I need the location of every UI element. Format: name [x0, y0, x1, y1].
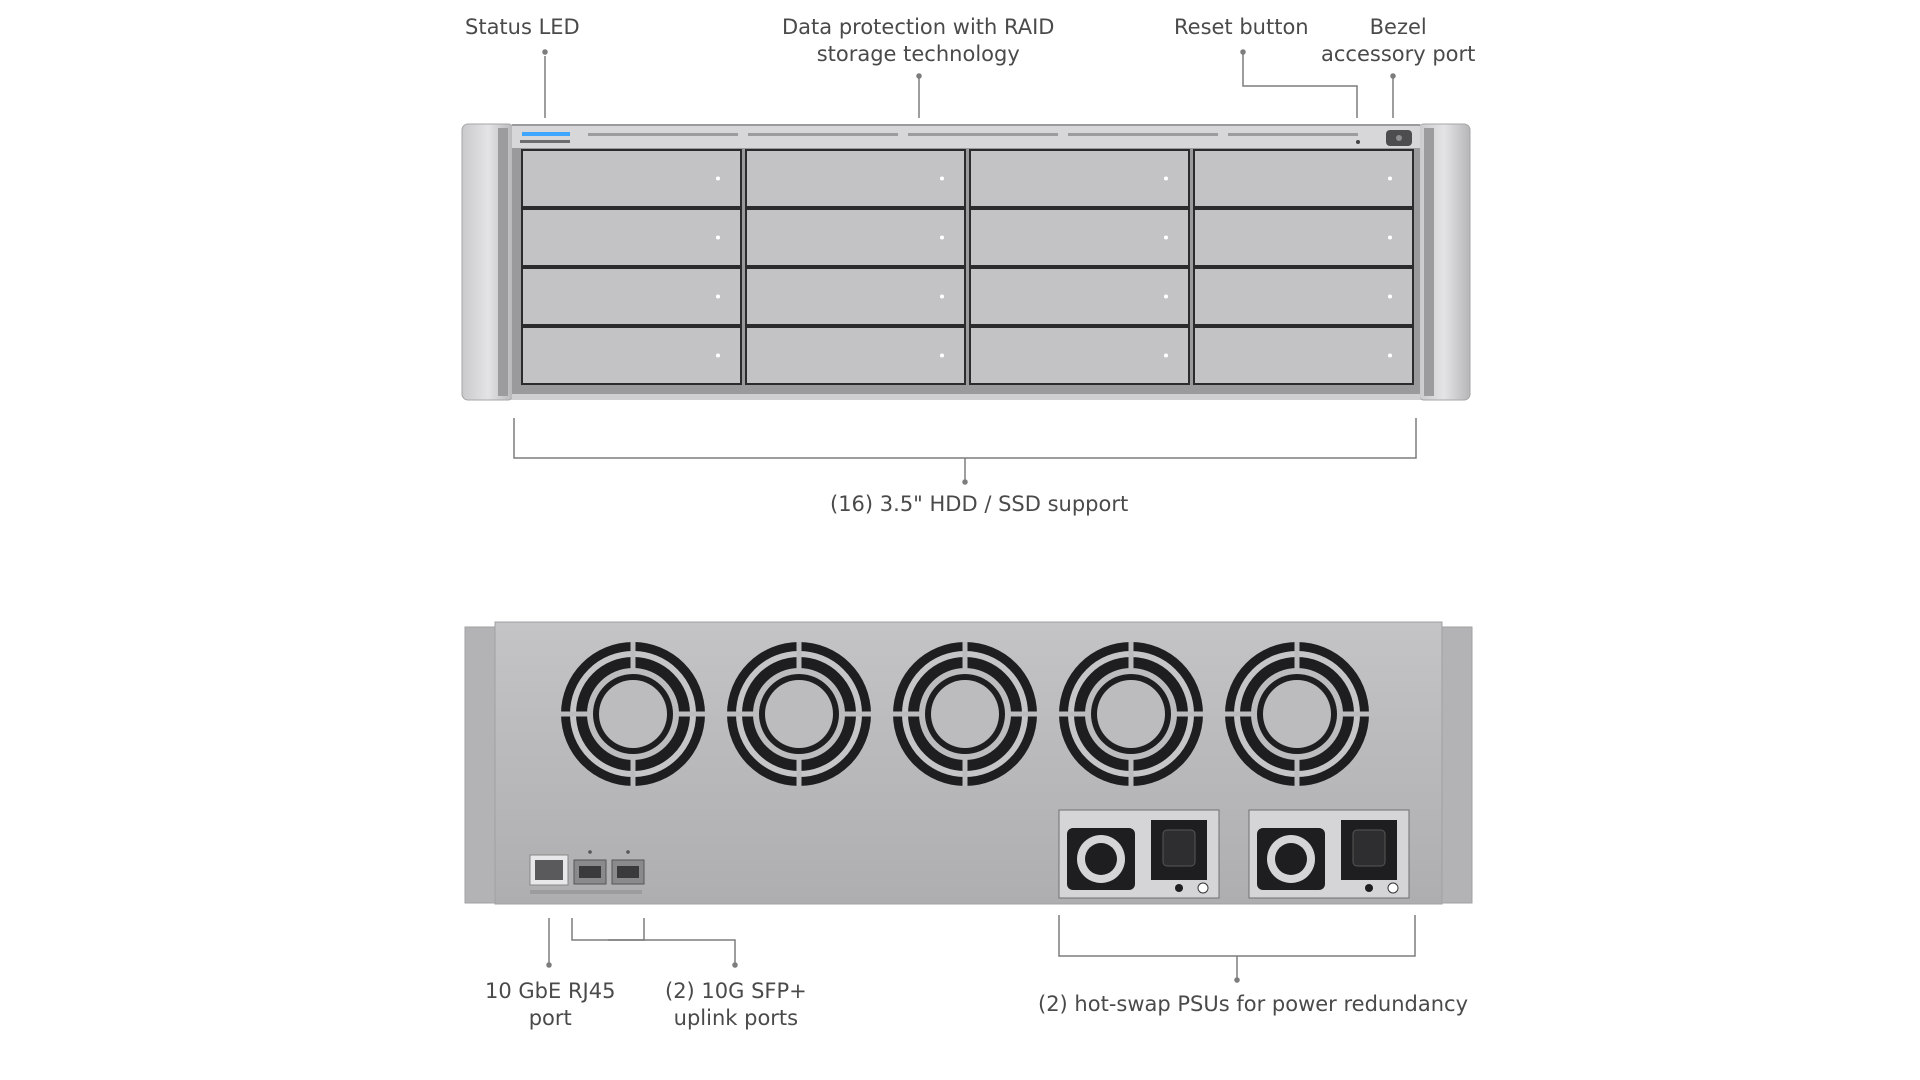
reset-button-label: Reset button — [1174, 15, 1309, 39]
drive-bay — [969, 267, 1190, 326]
drive-bay-led — [1164, 235, 1168, 240]
drive-support-label: (16) 3.5" HDD / SSD support — [830, 492, 1129, 516]
front-callout-lines — [513, 49, 1417, 485]
drive-bay-led — [1164, 176, 1168, 181]
status-led-label: Status LED — [465, 15, 580, 39]
drive-bay — [745, 267, 966, 326]
drive-bay — [521, 267, 742, 326]
drive-bay-led — [1388, 176, 1392, 181]
fan — [727, 642, 871, 786]
drive-bay — [745, 149, 966, 208]
bezel-label-line1: Bezel — [1369, 15, 1427, 39]
drive-bay — [521, 208, 742, 267]
drive-bay-led — [716, 235, 720, 240]
drive-bay — [969, 326, 1190, 385]
drive-bays — [521, 149, 1414, 385]
psu — [1058, 809, 1220, 899]
drive-bay-led — [940, 294, 944, 299]
fan — [1225, 642, 1369, 786]
sfp-label-line2: uplink ports — [673, 1006, 799, 1030]
raid-label: Data protection with RAID storage techno… — [782, 14, 1054, 68]
status-led — [522, 132, 570, 136]
bezel-port-label: Bezel accessory port — [1321, 14, 1475, 68]
fan — [893, 642, 1037, 786]
drive-bay-led — [1388, 353, 1392, 358]
front-chassis — [461, 123, 1471, 401]
rear-right-ear — [1439, 626, 1473, 904]
rear-callout-lines — [546, 915, 1416, 983]
fan — [1059, 642, 1203, 786]
drive-bay-led — [1388, 235, 1392, 240]
drive-bay-led — [1388, 294, 1392, 299]
rear-left-ear — [464, 626, 498, 904]
model-badge — [520, 140, 570, 143]
rj45-port — [529, 854, 569, 886]
rj45-label: 10 GbE RJ45 port — [485, 978, 615, 1032]
sfp-port — [573, 850, 607, 885]
raid-label-line1: Data protection with RAID — [782, 15, 1055, 39]
drive-bay-led — [940, 176, 944, 181]
drive-bay-led — [1164, 294, 1168, 299]
front-left-handle — [498, 128, 508, 396]
sfp-label-line1: (2) 10G SFP+ — [665, 979, 807, 1003]
rear-chassis — [464, 621, 1473, 905]
raid-label-line2: storage technology — [816, 42, 1020, 66]
sfp-ports — [573, 850, 645, 885]
sfp-label: (2) 10G SFP+ uplink ports — [665, 978, 807, 1032]
rj45-label-line1: 10 GbE RJ45 — [485, 979, 616, 1003]
drive-bay-led — [940, 235, 944, 240]
drive-bay — [1193, 149, 1414, 208]
sfp-port — [611, 850, 645, 885]
psu — [1248, 809, 1410, 899]
drive-bay — [969, 208, 1190, 267]
drive-bay-led — [716, 176, 720, 181]
front-right-handle — [1424, 128, 1434, 396]
psu-bays — [1058, 809, 1410, 899]
drive-bay — [521, 326, 742, 385]
drive-bay-led — [716, 294, 720, 299]
drive-bay — [745, 208, 966, 267]
fan-array — [561, 642, 1369, 786]
psu-label: (2) hot-swap PSUs for power redundancy — [1038, 992, 1469, 1016]
drive-bay — [1193, 267, 1414, 326]
drive-bay — [521, 149, 742, 208]
bezel-port — [1356, 140, 1360, 144]
drive-bay — [969, 149, 1190, 208]
drive-bay-led — [1164, 353, 1168, 358]
drive-bay — [1193, 326, 1414, 385]
drive-bay — [745, 326, 966, 385]
fan — [561, 642, 705, 786]
drive-bay — [1193, 208, 1414, 267]
rj45-label-line2: port — [528, 1006, 572, 1030]
bezel-label-line2: accessory port — [1321, 42, 1476, 66]
front-top-strip — [512, 126, 1420, 148]
drive-bay-led — [716, 353, 720, 358]
drive-bay-led — [940, 353, 944, 358]
